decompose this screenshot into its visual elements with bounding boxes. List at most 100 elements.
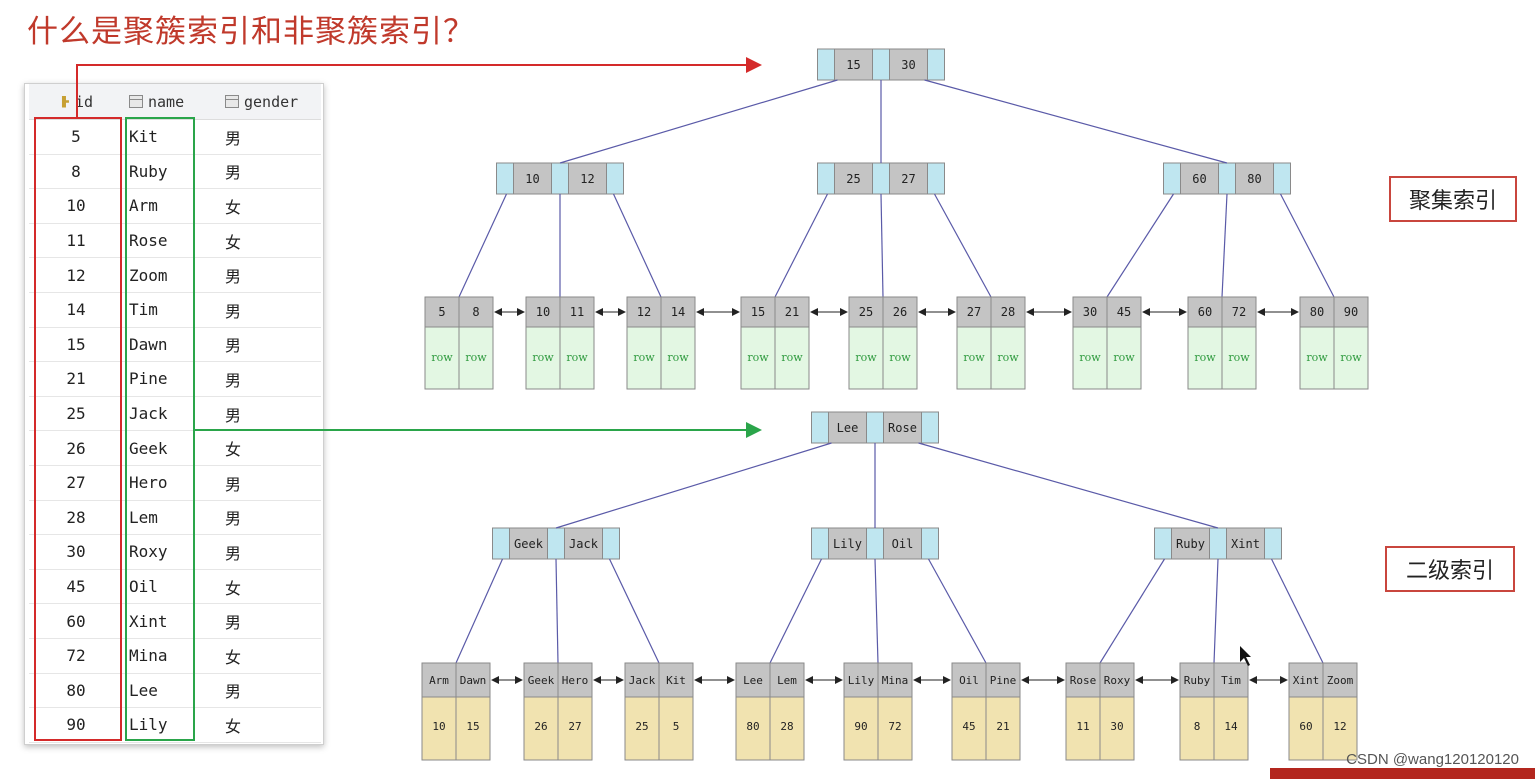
leaf-primary-key: 12	[1333, 720, 1346, 733]
node-pointer-cell	[921, 411, 939, 444]
cell-gender: 女	[219, 569, 321, 605]
cell-name: Jack	[123, 396, 219, 432]
leaf-key: Lem	[777, 674, 797, 687]
mouse-cursor-icon	[1240, 646, 1251, 666]
tree-edge	[774, 193, 829, 298]
leaf-id-cell	[557, 696, 593, 761]
leaf-row-cell	[1333, 326, 1369, 390]
tree-edge	[1221, 193, 1228, 298]
cell-id: 27	[29, 465, 123, 501]
leaf-key-cell	[1179, 662, 1215, 698]
leaf-primary-key: 27	[568, 720, 581, 733]
cell-gender: 男	[219, 603, 321, 639]
leaf-key-cell	[740, 296, 776, 328]
node-pointer-cell	[921, 527, 939, 560]
node-key: Lee	[837, 421, 859, 435]
node-key: 10	[525, 172, 539, 186]
cell-name: Mina	[123, 638, 219, 674]
cell-id: 15	[29, 327, 123, 363]
leaf-key: 8	[472, 305, 479, 319]
node-key: Xint	[1231, 537, 1260, 551]
cell-id: 45	[29, 569, 123, 605]
leaf-key: 15	[751, 305, 765, 319]
secondary-index-label: 二级索引	[1385, 546, 1515, 592]
leaf-id-cell	[624, 696, 660, 761]
leaf-primary-key: 72	[888, 720, 901, 733]
leaf-key: Dawn	[460, 674, 487, 687]
clustered-index-label: 聚集索引	[1389, 176, 1517, 222]
leaf-primary-key: 10	[432, 720, 445, 733]
column-header-gender[interactable]: gender	[219, 84, 321, 120]
tree-edge	[455, 558, 504, 664]
leaf-key-cell	[1322, 662, 1358, 698]
leaf-id-cell	[877, 696, 913, 761]
tree-edge	[1279, 193, 1335, 298]
cell-gender: 女	[219, 430, 321, 466]
leaf-id-cell	[1322, 696, 1358, 761]
primary-key-icon	[61, 95, 69, 108]
node-key: Oil	[892, 537, 914, 551]
node-key-cell	[1226, 527, 1265, 560]
column-header-label: name	[148, 92, 185, 111]
node-pointer-cell	[1163, 162, 1181, 195]
cell-name: Pine	[123, 361, 219, 397]
tree-edge	[874, 558, 879, 664]
page-title: 什么是聚簇索引和非聚簇索引？	[27, 14, 475, 50]
leaf-row-label: row	[566, 351, 588, 364]
cell-name: Lem	[123, 500, 219, 536]
node-pointer-cell	[1218, 162, 1236, 195]
cell-gender: 女	[219, 707, 321, 743]
cell-id: 25	[29, 396, 123, 432]
node-pointer-cell	[872, 48, 890, 81]
leaf-id-cell	[769, 696, 805, 761]
leaf-key: Geek	[528, 674, 555, 687]
node-pointer-cell	[1273, 162, 1291, 195]
leaf-id-cell	[658, 696, 694, 761]
leaf-key-cell	[421, 662, 457, 698]
leaf-id-cell	[1179, 696, 1215, 761]
node-pointer-cell	[1209, 527, 1227, 560]
cell-gender: 女	[219, 223, 321, 259]
node-pointer-cell	[551, 162, 569, 195]
cell-gender: 男	[219, 292, 321, 328]
tree-edge	[769, 558, 823, 664]
clustered-pointer-arrow	[76, 57, 762, 117]
leaf-primary-key: 8	[1194, 720, 1201, 733]
leaf-row-label: row	[431, 351, 453, 364]
leaf-row-label: row	[1079, 351, 1101, 364]
leaf-row-label: row	[667, 351, 689, 364]
column-header-name[interactable]: name	[123, 84, 219, 120]
leaf-primary-key: 14	[1224, 720, 1238, 733]
leaf-row-cell	[1187, 326, 1223, 390]
leaf-key: Lee	[743, 674, 763, 687]
node-key-cell	[883, 411, 922, 444]
node-key-cell	[568, 162, 607, 195]
leaf-key: 28	[1001, 305, 1015, 319]
